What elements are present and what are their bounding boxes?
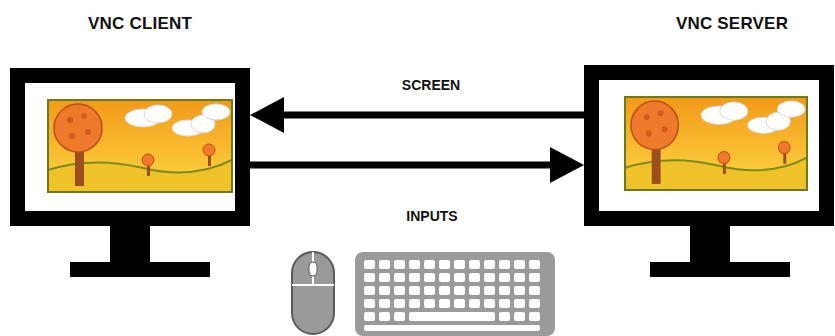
monitor-heading: VNC CLIENT — [70, 14, 210, 34]
arrow-connector — [250, 97, 584, 133]
client-monitor — [10, 68, 250, 277]
keyboard-icon — [355, 252, 555, 336]
arrow-connector — [250, 147, 584, 183]
server-monitor — [584, 65, 834, 277]
monitor-node: VNC SERVER — [584, 10, 834, 277]
edge-label: INPUTS — [406, 208, 457, 224]
monitor-node: VNC CLIENT — [10, 10, 250, 277]
mouse-icon — [292, 252, 334, 334]
monitor-heading: VNC SERVER — [652, 14, 812, 34]
edge-label: SCREEN — [402, 77, 460, 93]
